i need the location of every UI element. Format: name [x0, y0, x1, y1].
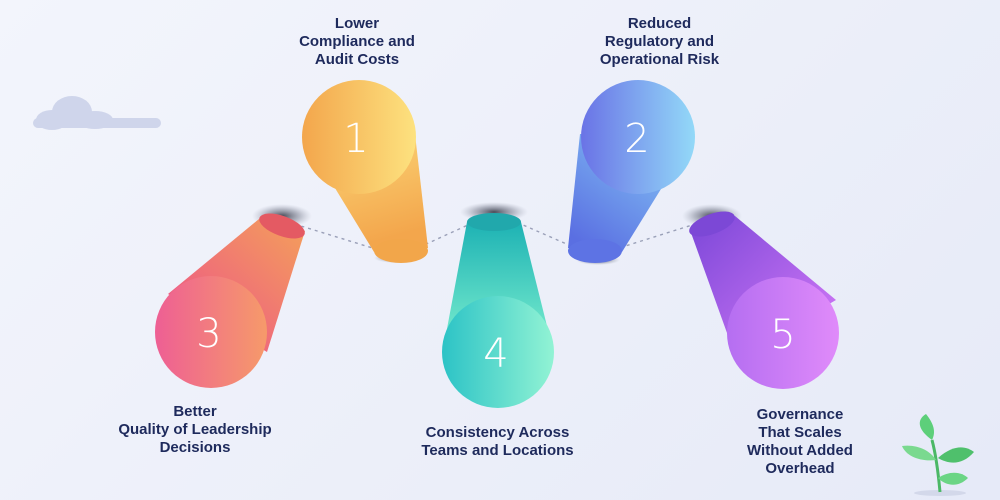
- step-2-number: 2: [624, 116, 649, 162]
- step-3-number: 3: [196, 311, 221, 357]
- plant-icon: [902, 414, 974, 496]
- step-4-number: 4: [483, 331, 508, 377]
- step-5-number: 5: [770, 312, 795, 358]
- step-4-label: Consistency Across Teams and Locations: [421, 424, 574, 459]
- step-1-cylinder: 1: [302, 80, 428, 263]
- step-2-label: Reduced Regulatory and Operational Risk: [599, 15, 720, 68]
- step-1-number: 1: [343, 116, 368, 162]
- cloud-icon: [33, 96, 161, 130]
- step-2-cylinder: 2: [568, 80, 695, 263]
- step-5-cylinder: 5: [689, 211, 839, 389]
- step-4-cylinder: 4: [442, 213, 554, 408]
- step-1-label: Lower Compliance and Audit Costs: [299, 15, 415, 68]
- step-3-label: Better Quality of Leadership Decisions: [118, 403, 272, 456]
- step-5-label: Governance That Scales Without Added Ove…: [747, 406, 853, 477]
- step-3-cylinder: 3: [155, 213, 305, 388]
